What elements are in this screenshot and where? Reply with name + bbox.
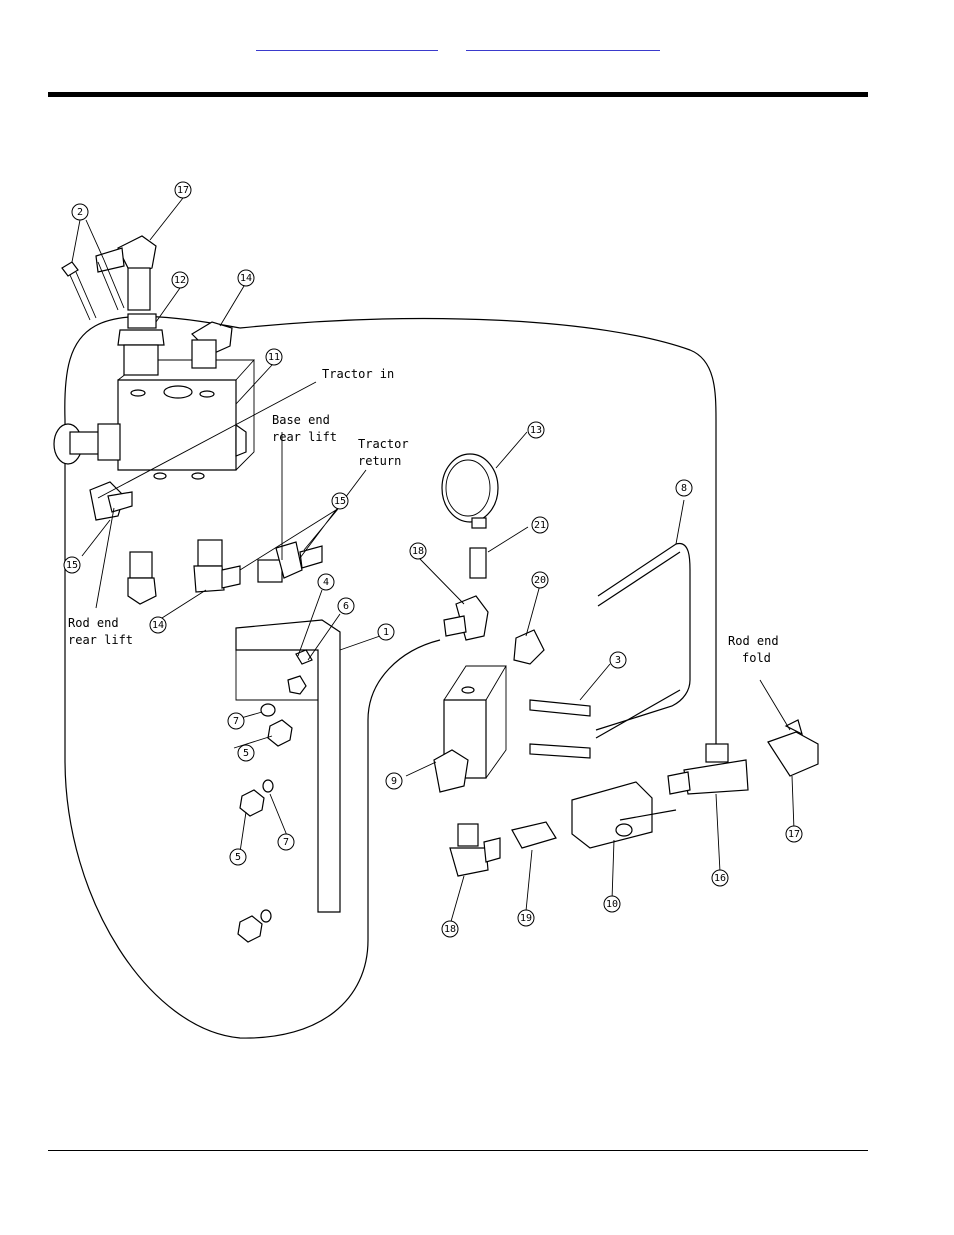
callout-c20: 20 — [532, 572, 548, 588]
svg-text:3: 3 — [615, 655, 621, 666]
svg-text:rear lift: rear lift — [272, 430, 337, 444]
svg-text:Tractor: Tractor — [358, 437, 409, 451]
elbow-fitting-17-top — [96, 236, 156, 310]
svg-text:Tractor in: Tractor in — [322, 367, 394, 381]
callout-c6: 6 — [338, 598, 354, 614]
callout-c11: 11 — [266, 349, 282, 365]
svg-text:14: 14 — [152, 620, 164, 631]
svg-text:20: 20 — [534, 575, 546, 586]
svg-text:5: 5 — [243, 748, 249, 759]
mounting-bracket — [236, 620, 340, 912]
elbow-fitting-14-lower-left — [128, 552, 156, 604]
callout-c7b: 7 — [278, 834, 294, 850]
callout-c14a: 14 — [238, 270, 254, 286]
svg-text:16: 16 — [714, 873, 726, 884]
callout-c12: 12 — [172, 272, 188, 288]
valve-block — [434, 666, 506, 792]
svg-text:17: 17 — [788, 829, 800, 840]
callout-c7a: 7 — [228, 713, 244, 729]
svg-text:21: 21 — [534, 520, 546, 531]
adapter-20 — [514, 630, 544, 664]
callout-c9: 9 — [386, 773, 402, 789]
callout-c21: 21 — [532, 517, 548, 533]
svg-text:18: 18 — [412, 546, 424, 557]
svg-text:13: 13 — [530, 425, 542, 436]
callout-c5b: 5 — [230, 849, 246, 865]
quick-coupler-19 — [512, 822, 556, 848]
svg-text:18: 18 — [444, 924, 456, 935]
callout-c15b: 15 — [64, 557, 80, 573]
callout-c1: 1 — [378, 624, 394, 640]
callout-c17b: 17 — [786, 826, 802, 842]
svg-text:return: return — [358, 454, 401, 468]
u-bolt — [596, 543, 690, 738]
label-rod-end-rear-lift: Rod end rear lift — [68, 616, 133, 647]
callout-c16: 16 — [712, 870, 728, 886]
adapter-21 — [470, 548, 486, 578]
manifold-block — [118, 360, 254, 479]
callout-c15a: 15 — [332, 493, 348, 509]
tee-fitting-16 — [668, 744, 748, 794]
elbow-fitting-14-top — [192, 322, 232, 368]
svg-text:4: 4 — [323, 577, 329, 588]
leader-lines — [72, 198, 794, 925]
label-rod-end-fold: Rod end fold — [728, 634, 779, 665]
tee-fitting-15 — [258, 542, 322, 582]
svg-text:17: 17 — [177, 185, 189, 196]
callout-c13: 13 — [528, 422, 544, 438]
callout-c17a: 17 — [175, 182, 191, 198]
label-tractor-in: Tractor in — [322, 367, 394, 381]
svg-text:5: 5 — [235, 852, 241, 863]
elbow-fitting-15-left — [90, 482, 132, 520]
svg-text:6: 6 — [343, 601, 349, 612]
svg-text:14: 14 — [240, 273, 252, 284]
svg-text:8: 8 — [681, 483, 687, 494]
svg-text:1: 1 — [383, 627, 389, 638]
callout-c8: 8 — [676, 480, 692, 496]
svg-text:9: 9 — [391, 776, 397, 787]
callout-c4: 4 — [318, 574, 334, 590]
label-base-end-rear-lift: Base end rear lift — [272, 413, 337, 444]
svg-text:15: 15 — [334, 496, 346, 507]
label-tractor-return: Tractor return — [358, 437, 409, 468]
pressure-gauge — [442, 454, 498, 528]
svg-text:2: 2 — [77, 207, 83, 218]
svg-text:Base end: Base end — [272, 413, 330, 427]
bolts-2 — [62, 260, 124, 320]
callout-c3: 3 — [610, 652, 626, 668]
svg-text:7: 7 — [233, 716, 239, 727]
bolts-3 — [530, 700, 590, 758]
callout-c5a: 5 — [238, 745, 254, 761]
adapter-12 — [118, 314, 164, 375]
callout-c10: 10 — [604, 896, 620, 912]
callout-c19: 19 — [518, 910, 534, 926]
svg-text:Rod end: Rod end — [728, 634, 779, 648]
callout-c18b: 18 — [442, 921, 458, 937]
svg-text:19: 19 — [520, 913, 532, 924]
ball-valve-10 — [572, 782, 676, 848]
elbow-fitting-18-top — [444, 596, 488, 640]
nuts-and-washers — [238, 650, 312, 942]
svg-text:10: 10 — [606, 899, 618, 910]
elbow-fitting-17-right — [768, 720, 818, 776]
svg-text:fold: fold — [742, 651, 771, 665]
svg-text:12: 12 — [174, 275, 186, 286]
callout-c14b: 14 — [150, 617, 166, 633]
callout-c18a: 18 — [410, 543, 426, 559]
elbow-fitting-18-bottom — [450, 824, 500, 876]
svg-text:15: 15 — [66, 560, 78, 571]
svg-text:Rod end: Rod end — [68, 616, 119, 630]
svg-text:rear lift: rear lift — [68, 633, 133, 647]
callout-c2: 2 — [72, 204, 88, 220]
elbow-fitting-14-lower-right — [194, 540, 240, 592]
svg-text:7: 7 — [283, 837, 289, 848]
relief-valve-knob — [54, 424, 120, 464]
svg-text:11: 11 — [268, 352, 280, 363]
